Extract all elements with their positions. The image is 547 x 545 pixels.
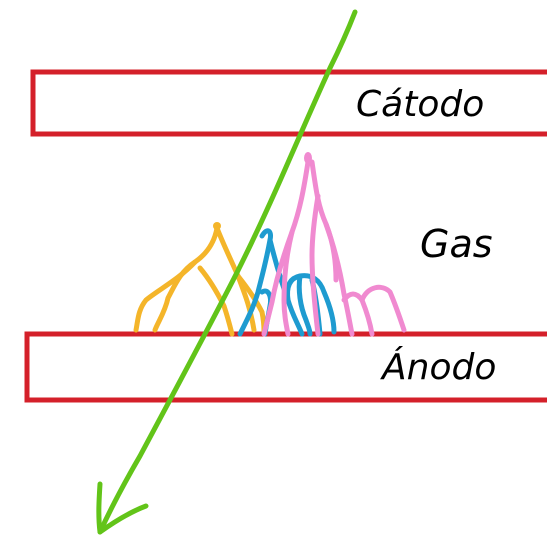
anode-plate — [24, 331, 547, 403]
cathode-label: Cátodo — [356, 84, 485, 125]
gas-label: Gas — [420, 222, 493, 266]
arrow-head-icon — [96, 481, 149, 535]
avalanche-yellow — [133, 222, 267, 337]
anode-label: Ánodo — [382, 347, 497, 388]
avalanche-pink — [261, 152, 407, 337]
particle-track — [96, 9, 358, 535]
